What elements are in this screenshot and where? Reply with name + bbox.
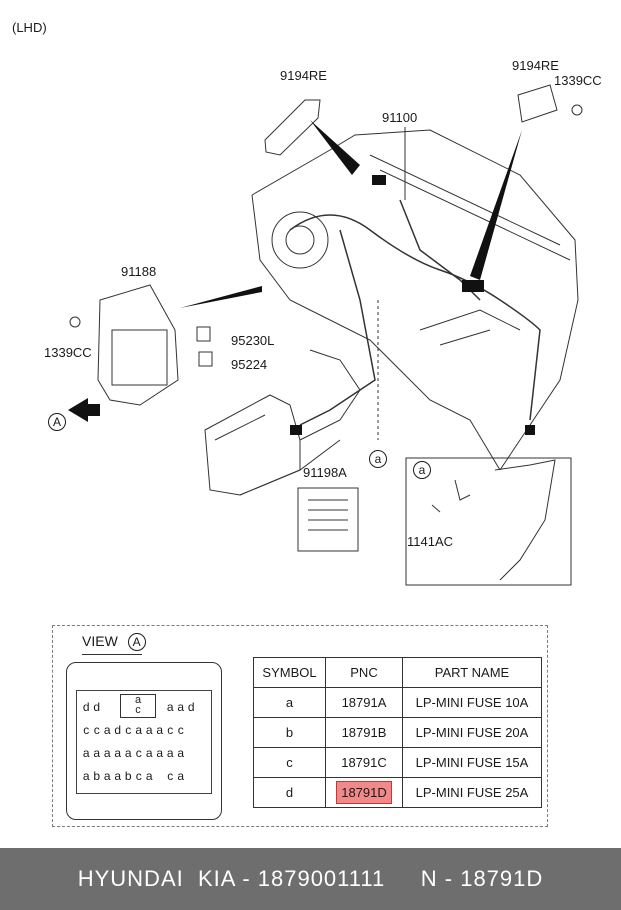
view-label: VIEW xyxy=(82,633,118,649)
view-title-underline xyxy=(82,654,142,655)
view-a-section xyxy=(52,625,548,827)
fuse-cell: a xyxy=(177,769,185,783)
fuse-top-a: a xyxy=(134,694,142,706)
fuse-cell: b xyxy=(124,769,132,783)
fuse-cell: b xyxy=(93,769,101,783)
fuse-cell: c xyxy=(125,723,132,737)
highlighted-pnc: 18791D xyxy=(336,781,392,804)
fuse-cell: c xyxy=(167,723,174,737)
cell-pnc: 18791C xyxy=(325,747,403,778)
fuse-cell: a xyxy=(145,746,153,760)
wiring-diagram xyxy=(68,84,583,586)
fuse-cell: a xyxy=(93,746,101,760)
fuse-cell: a xyxy=(166,746,174,760)
cell-pnc: 18791A xyxy=(325,687,403,718)
part-label-9194re-left: 9194RE xyxy=(280,68,327,83)
fuse-cell: d xyxy=(93,700,101,714)
header-pnc: PNC xyxy=(325,657,403,688)
fuse-cell: c xyxy=(83,723,90,737)
part-label-1339cc-left: 1339CC xyxy=(44,345,92,360)
fuse-cell: a xyxy=(156,746,164,760)
callout-a-arrow-marker: A xyxy=(48,413,66,431)
variant-label: (LHD) xyxy=(12,20,47,35)
cell-symbol: d xyxy=(253,777,326,808)
fuse-cell: a xyxy=(82,746,90,760)
fuse-cell: a xyxy=(177,700,185,714)
cell-pnc-highlighted: 18791D xyxy=(325,777,403,808)
fuse-grid xyxy=(76,690,212,794)
table-row: c 18791C LP-MINI FUSE 15A xyxy=(253,747,542,778)
fuse-cell: a xyxy=(156,723,164,737)
fuse-cell: c xyxy=(177,723,184,737)
fuse-top-slot: a c xyxy=(120,694,156,718)
part-label-1339cc-right: 1339CC xyxy=(554,73,602,88)
part-label-91188: 91188 xyxy=(121,264,157,279)
fuse-cell: a xyxy=(135,723,143,737)
fuse-cell: a xyxy=(103,746,111,760)
part-label-95224: 95224 xyxy=(231,357,268,372)
fuse-cell: a xyxy=(145,769,153,783)
callout-a-small-marker: a xyxy=(369,450,387,468)
fuse-cell: a xyxy=(166,700,174,714)
fuse-cell: a xyxy=(114,769,122,783)
table-row: b 18791B LP-MINI FUSE 20A xyxy=(253,717,542,748)
fuse-cell: d xyxy=(82,700,90,714)
cell-part-name: LP-MINI FUSE 15A xyxy=(402,747,542,778)
view-a-title: VIEW A xyxy=(82,633,146,651)
part-label-9194re-right: 9194RE xyxy=(512,58,559,73)
view-marker: A xyxy=(127,633,146,651)
parts-table: SYMBOL PNC PART NAME a 18791A LP-MINI FU… xyxy=(253,657,542,808)
fuse-cell: c xyxy=(135,769,142,783)
cell-part-name: LP-MINI FUSE 20A xyxy=(402,717,542,748)
cell-symbol: a xyxy=(253,687,326,718)
cell-symbol: c xyxy=(253,747,326,778)
fuse-panel-outline xyxy=(66,662,222,820)
fuse-cell: c xyxy=(135,746,142,760)
cell-part-name: LP-MINI FUSE 25A xyxy=(402,777,542,808)
fuse-top-c: c xyxy=(135,704,141,716)
fuse-cell: c xyxy=(93,723,100,737)
footer-bar xyxy=(0,848,621,910)
header-symbol: SYMBOL xyxy=(253,657,326,688)
cell-symbol: b xyxy=(253,717,326,748)
fuse-cell: a xyxy=(145,723,153,737)
part-label-1141ac: 1141AC xyxy=(407,534,454,549)
part-label-95230l: 95230L xyxy=(231,333,275,348)
fuse-cell: c xyxy=(167,769,174,783)
footer-part-number: HYUNDAI KIA - 1879001111 N - 18791D xyxy=(77,866,544,891)
fuse-cell: a xyxy=(103,769,111,783)
fuse-cell: a xyxy=(114,746,122,760)
fuse-cell: d xyxy=(114,723,122,737)
table-header-row: SYMBOL PNC PART NAME xyxy=(253,657,542,688)
fuse-cell: a xyxy=(177,746,185,760)
cell-part-name: LP-MINI FUSE 10A xyxy=(402,687,542,718)
detail-a-marker: a xyxy=(413,461,431,479)
table-row: a 18791A LP-MINI FUSE 10A xyxy=(253,687,542,718)
part-label-91198a: 91198A xyxy=(303,465,347,480)
header-part-name: PART NAME xyxy=(402,657,542,688)
fuse-cell: a xyxy=(82,769,90,783)
fuse-cell: a xyxy=(124,746,132,760)
fuse-cell: d xyxy=(187,700,195,714)
cell-pnc: 18791B xyxy=(325,717,403,748)
table-row: d 18791D LP-MINI FUSE 25A xyxy=(253,777,542,808)
fuse-cell: a xyxy=(103,723,111,737)
part-label-91100: 91100 xyxy=(382,110,418,125)
